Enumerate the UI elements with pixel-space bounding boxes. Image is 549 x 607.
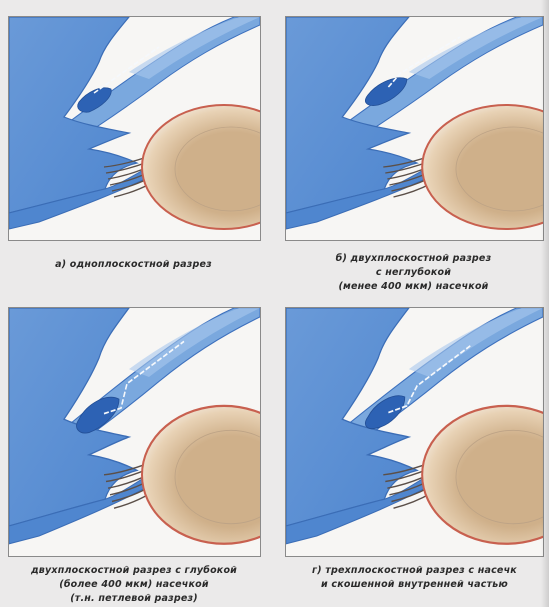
panel-c-illustration [8,307,261,557]
eye-incision-diagram-b [286,17,543,240]
eye-incision-diagram-a [9,17,260,240]
eye-incision-diagram-d [286,308,543,556]
panel-b-illustration [285,16,544,241]
panel-c-caption: двухплоскостной разрез с глубокой (более… [0,564,268,606]
anterior-chamber [365,396,404,429]
anterior-chamber [77,397,119,433]
panel-a-illustration [8,16,261,241]
panel-d-caption: г) трехплоскостной разрез с насечк и ско… [280,564,549,592]
panel-a-caption: а) одноплоскостной разрез [8,258,259,272]
panel-d-illustration [285,307,544,557]
panel-b-caption: б) двухплоскостной разрез с неглубокой (… [285,252,542,294]
eye-incision-diagram-c [9,308,260,556]
scan-edge-shadow [541,0,549,607]
